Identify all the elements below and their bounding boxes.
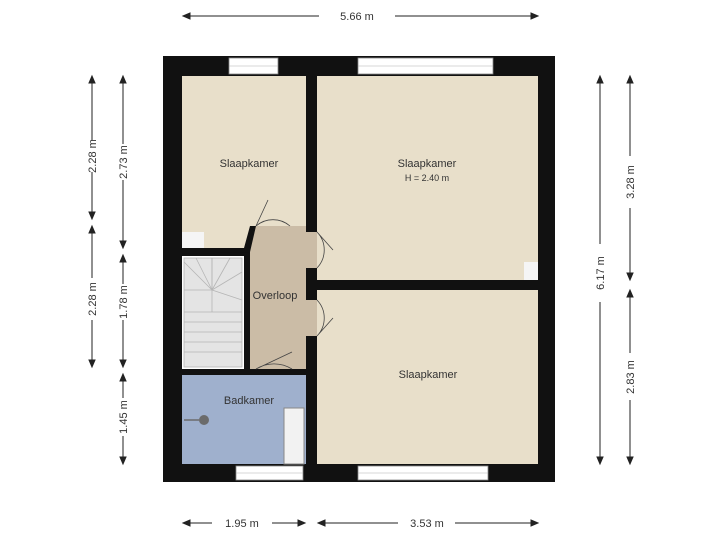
wall-bedroom-landing (182, 226, 256, 254)
door-swing-bedroom-right-icon (316, 231, 334, 269)
dimension-lines (88, 12, 634, 527)
room-height-note: H = 2.40 m (405, 173, 449, 183)
bedroom-bottom-right-floor (317, 290, 538, 464)
shaft-bedroom-left (182, 232, 204, 248)
dim-left-inner-top: 2.73 m (118, 145, 130, 179)
dim-right-top: 3.28 m (625, 165, 637, 199)
dim-left-outer-bottom: 2.28 m (87, 282, 99, 316)
dim-right-total: 6.17 m (595, 256, 607, 290)
wall-above-bathroom (182, 369, 306, 375)
dim-left-inner-bottom: 1.45 m (118, 400, 130, 434)
door-swing-bedroom-bottom-icon (316, 299, 334, 337)
door-swing-bathroom-icon (255, 351, 293, 370)
dim-top-total: 5.66 m (340, 11, 374, 23)
room-label-bathroom: Badkamer (224, 395, 274, 407)
bathtub (283, 407, 305, 465)
shaft-bedroom-right (524, 262, 538, 280)
bedroom-top-left-floor (182, 76, 306, 248)
room-label-landing: Overloop (253, 290, 298, 302)
landing-floor (250, 226, 306, 369)
door-swing-bedroom-left-icon (255, 199, 291, 227)
bedroom-top-right-floor (317, 76, 538, 280)
room-label-bedroom-top-left: Slaapkamer (220, 158, 279, 170)
dim-bottom-left: 1.95 m (225, 518, 259, 530)
dim-bottom-right: 3.53 m (410, 518, 444, 530)
staircase (183, 257, 243, 368)
dim-right-bottom: 2.83 m (625, 360, 637, 394)
wall-vertical-center (306, 76, 317, 464)
door-opening-bedroom-bottom (306, 300, 317, 336)
wall-between-right-bedrooms (306, 280, 538, 290)
dim-left-inner-middle: 1.78 m (118, 285, 130, 319)
doors (255, 199, 334, 370)
room-label-bedroom-bottom-right: Slaapkamer (399, 369, 458, 381)
room-label-bedroom-top-right: Slaapkamer (398, 158, 457, 170)
door-opening-bedroom-right (306, 232, 317, 268)
floor-drain-icon (199, 415, 209, 425)
dim-left-outer-top: 2.28 m (87, 139, 99, 173)
wall-stair-divider (244, 254, 250, 369)
